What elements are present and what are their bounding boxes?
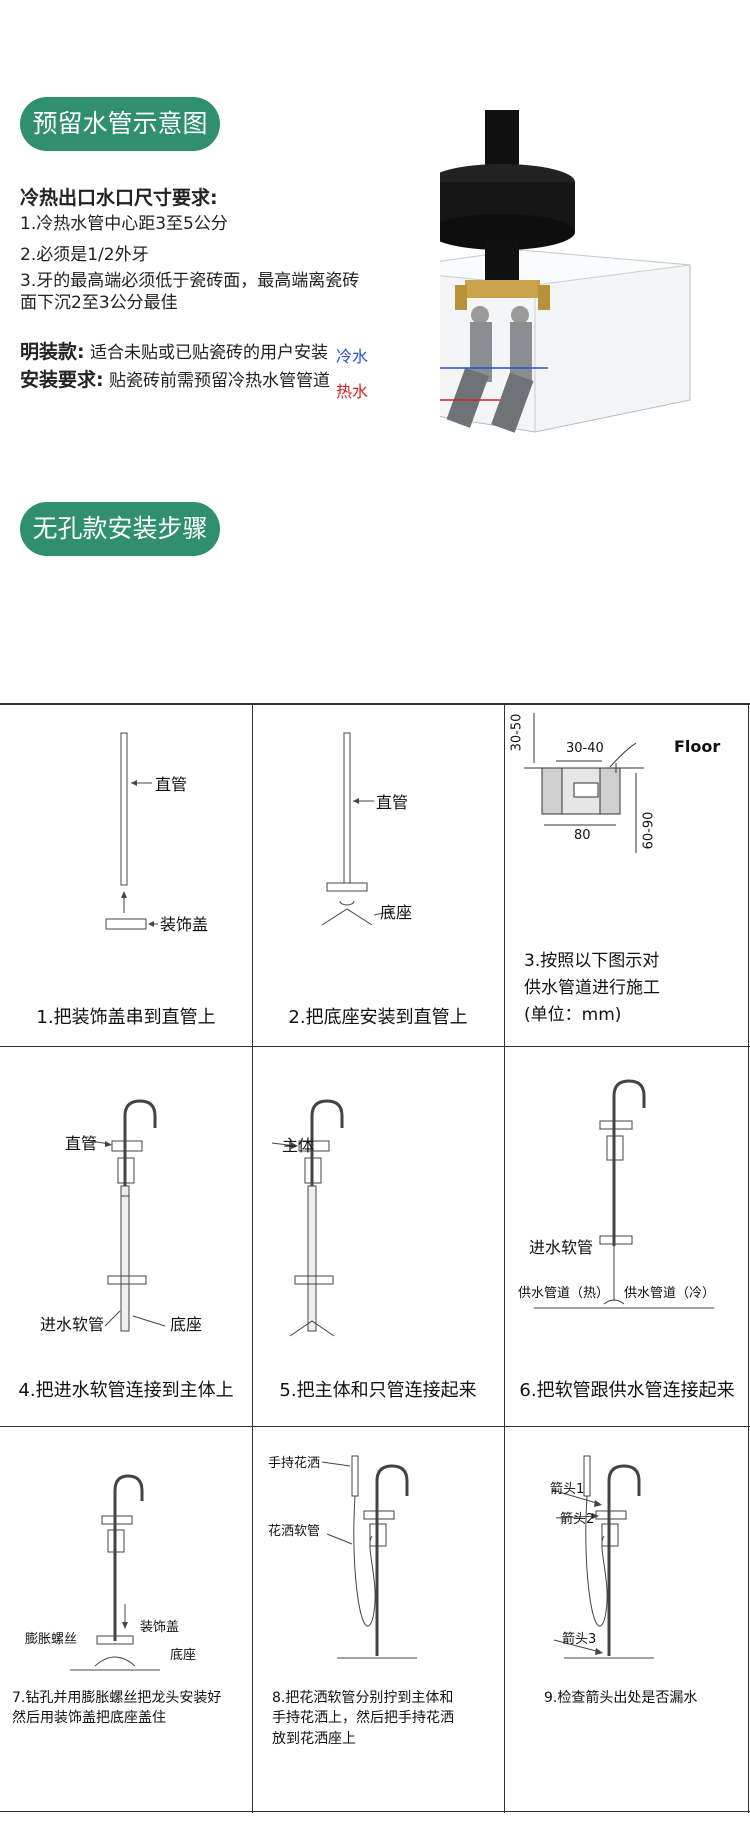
label-30-50: 30-50: [509, 713, 525, 752]
label-arrow-2: 箭头2: [560, 1512, 595, 1527]
label-base: 底座: [170, 1315, 203, 1334]
step-8-caption-line2: 手持花洒上，然后把手持花洒: [272, 1710, 454, 1727]
step-7-caption-line1: 7.钻孔并用膨胀螺丝把龙头安装好: [12, 1690, 222, 1706]
exposed-type-row: 明装款: 适合未贴或已贴瓷砖的用户安装: [20, 340, 328, 365]
label-cold-supply: 供水管道（冷）: [624, 1286, 716, 1301]
step-8-caption-line3: 放到花洒座上: [272, 1730, 356, 1747]
label-80: 80: [574, 828, 591, 843]
step-2-caption: 2.把底座安装到直管上: [288, 1007, 468, 1028]
step-9: 箭头1 箭头2 箭头3 9.检查箭头出处是否漏水: [504, 1426, 750, 1811]
step-9-caption: 9.检查箭头出处是否漏水: [544, 1690, 698, 1706]
install-req-row: 安装要求: 贴瓷砖前需预留冷热水管管道: [20, 368, 330, 393]
step-3-caption-line2: 供水管道进行施工: [524, 978, 660, 999]
label-inlet-hose: 进水软管: [529, 1238, 594, 1257]
label-hot-supply: 供水管道（热）: [518, 1286, 610, 1301]
rough-in-valve-illustration: [440, 110, 740, 510]
requirement-3: 3.牙的最高端必须低于瓷砖面，最高端离瓷砖: [20, 271, 360, 291]
step-3-caption-line3: (单位：mm): [524, 1005, 622, 1026]
label-arrow-1: 箭头1: [550, 1482, 585, 1497]
label-arrow-3: 箭头3: [562, 1632, 597, 1647]
label-base: 底座: [380, 903, 413, 922]
label-handheld-shower: 手持花洒: [268, 1456, 321, 1471]
install-label: 安装要求:: [20, 369, 104, 391]
requirement-1: 1.冷热水管中心距3至5公分: [20, 214, 228, 234]
exposed-text: 适合未贴或已贴瓷砖的用户安装: [90, 343, 329, 363]
install-text: 贴瓷砖前需预留冷热水管管道: [109, 371, 331, 391]
step-8-caption-line1: 8.把花洒软管分别拧到主体和: [272, 1690, 454, 1706]
step-8-caption: 8.把花洒软管分别拧到主体和 手持花洒上，然后把手持花洒 放到花洒座上: [272, 1688, 504, 1749]
label-straight-pipe: 直管: [65, 1134, 98, 1153]
label-floor: Floor: [674, 737, 721, 756]
step-7-caption: 7.钻孔并用膨胀螺丝把龙头安装好 然后用装饰盖把底座盖住: [12, 1688, 252, 1729]
step-5: 主体 5.把主体和只管连接起来: [252, 1046, 504, 1426]
step-3: 30-50 30-40 Floor 80 60-90 3.按照以下图示对 供水管…: [504, 703, 750, 1046]
label-body: 主体: [282, 1136, 315, 1155]
label-base: 底座: [170, 1648, 197, 1663]
section-title-steps: 无孔款安装步骤: [20, 502, 220, 556]
step-1: 直管 装饰盖 1.把装饰盖串到直管上: [0, 703, 252, 1046]
step-3-caption-line1: 3.按照以下图示对: [524, 951, 660, 971]
step-1-caption: 1.把装饰盖串到直管上: [36, 1007, 216, 1028]
label-60-90: 60-90: [641, 811, 657, 850]
label-straight-pipe: 直管: [376, 793, 409, 812]
step-6: 进水软管 供水管道（热） 供水管道（冷） 6.把软管跟供水管连接起来: [504, 1046, 750, 1426]
step-7-caption-line2: 然后用装饰盖把底座盖住: [12, 1710, 166, 1727]
hot-water-label: 热水: [336, 382, 369, 401]
label-inlet-hose: 进水软管: [40, 1315, 105, 1334]
step-4-caption: 4.把进水软管连接到主体上: [18, 1380, 234, 1401]
step-6-caption: 6.把软管跟供水管连接起来: [519, 1380, 735, 1401]
requirements-title: 冷热出口水口尺寸要求:: [20, 187, 218, 209]
step-2: 直管 底座 2.把底座安装到直管上: [252, 703, 504, 1046]
label-expansion-screw: 膨胀螺丝: [25, 1632, 78, 1647]
step-8: 手持花洒 花洒软管 8.把花洒软管分别拧到主体和 手持花洒上，然后把手持花洒 放…: [252, 1426, 504, 1811]
step-5-caption: 5.把主体和只管连接起来: [279, 1380, 477, 1401]
label-shower-hose: 花洒软管: [268, 1524, 321, 1539]
steps-grid: 直管 装饰盖 1.把装饰盖串到直管上 直管 底座 2.把底座安装到直管上: [0, 703, 750, 1813]
requirement-2: 2.必须是1/2外牙: [20, 245, 149, 265]
step-7: 装饰盖 膨胀螺丝 底座 7.钻孔并用膨胀螺丝把龙头安装好 然后用装饰盖把底座盖住: [0, 1426, 252, 1811]
requirement-3b: 面下沉2至3公分最佳: [20, 293, 178, 313]
step-3-caption: 3.按照以下图示对 供水管道进行施工 (单位：mm): [524, 948, 750, 1030]
label-decorative-cover: 装饰盖: [160, 915, 209, 934]
exposed-label: 明装款:: [20, 341, 85, 363]
label-straight-pipe: 直管: [155, 775, 188, 794]
step-4: 直管 进水软管 底座 4.把进水软管连接到主体上: [0, 1046, 252, 1426]
label-decorative-cover: 装饰盖: [140, 1620, 180, 1635]
section-title-pipes: 预留水管示意图: [20, 97, 220, 151]
label-30-40: 30-40: [566, 741, 604, 756]
cold-water-label: 冷水: [336, 347, 369, 366]
